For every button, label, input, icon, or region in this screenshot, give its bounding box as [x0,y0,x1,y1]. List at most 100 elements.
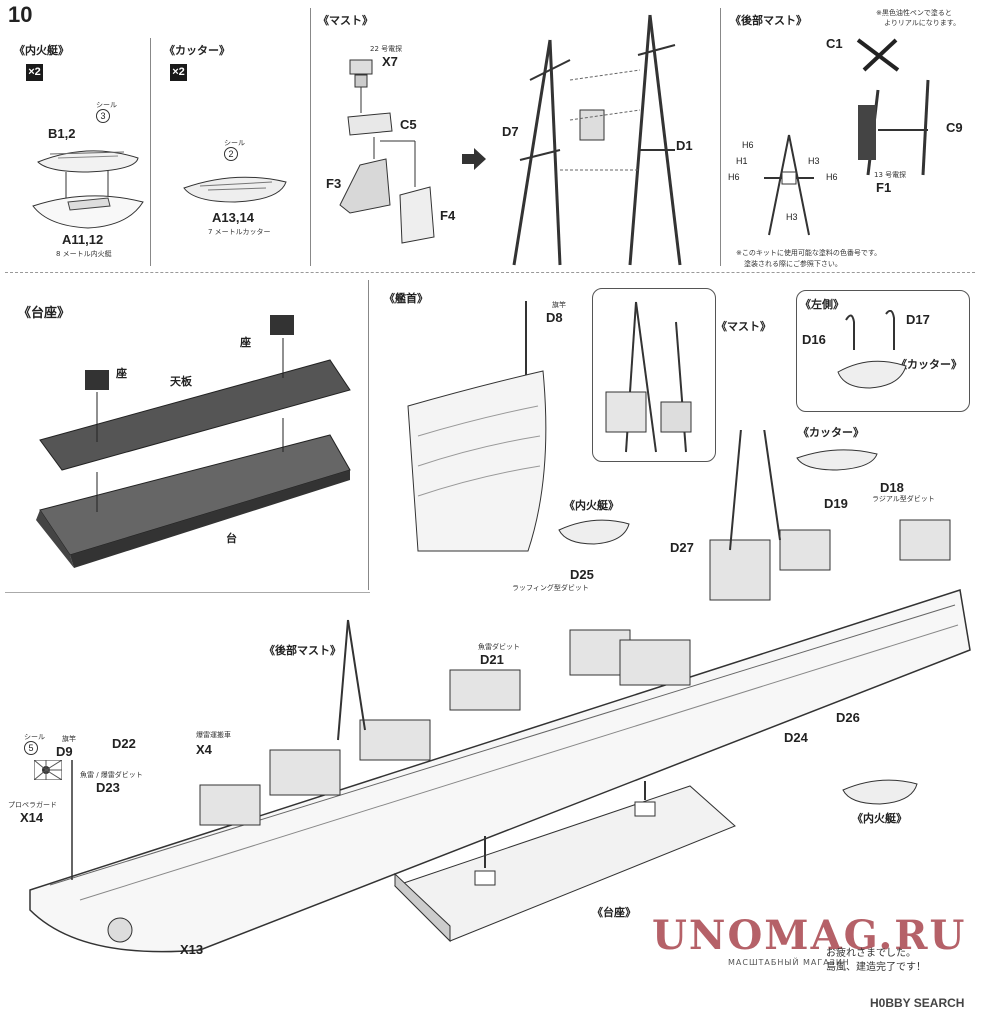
seal-number: 3 [96,109,110,123]
bow-illustration [407,301,547,552]
h-label: H6 [826,172,838,182]
site-credit: H0BBY SEARCH [870,996,965,1010]
top-plate-label: 天板 [170,375,192,388]
depth-charge-note: 爆雷運搬車 [196,731,231,739]
seat-label: 座 [116,367,127,380]
rear-mast-illustration [856,38,930,176]
part-label: D24 [784,730,808,745]
divider [5,272,975,273]
paint-footnote: ※このキットに使用可能な塗料の色番号です。 [736,249,882,257]
mast-inset-illustration [605,301,692,453]
davit-note: ラッフィング型ダビット [512,584,589,592]
rear-mast-diagram [764,134,814,236]
launch-illustration [842,779,918,805]
part-label: D18 [880,480,904,495]
base-title: 《台座》 [18,306,71,321]
divider [150,38,151,266]
h-label: H6 [728,172,740,182]
flagpole-note: 旗竿 [552,301,566,309]
part-label: D19 [824,496,848,511]
base-callout: 《台座》 [592,906,636,919]
part-label: X14 [20,810,44,825]
divider [5,592,370,593]
display-stand-illustration [394,781,736,943]
launch-callout: 《内火艇》 [564,499,619,512]
divider [310,8,311,266]
davit-note: 魚雷ダビット [478,643,520,651]
part-label: D25 [570,567,594,582]
part-label: D9 [56,744,73,759]
launch-title: 《内火艇》 [14,44,69,57]
cutter-illustration [796,449,878,471]
part-label: A11,12 [62,232,104,247]
rear-mast-note: よりリアルになります。 [884,19,961,27]
ship-hull-illustration [29,430,971,953]
left-side-title: 《左側》 [800,298,844,311]
step-number: 10 [8,2,33,27]
cutter-illustration [183,176,287,203]
part-label: C9 [946,120,963,135]
seal-number: 2 [224,147,238,161]
part-label: D7 [502,124,519,139]
rear-mast-callout: 《後部マスト》 [264,644,341,657]
divider [368,280,369,590]
mast-title: 《マスト》 [318,14,373,27]
part-label: F4 [440,208,456,223]
bow-title: 《艦首》 [384,292,428,305]
cutter-title: 《カッター》 [164,44,230,57]
part-label: X13 [180,942,204,957]
base-assembly-illustration [36,315,351,568]
radar-note: 22 号電探 [370,45,403,53]
h-label: H3 [786,212,798,222]
propeller-guard-note: プロペラガード [8,801,57,809]
davit-note: ラジアル型ダビット [872,495,935,503]
part-label: D22 [112,736,136,751]
part-label: D17 [906,312,930,327]
h-label: H3 [808,156,820,166]
h-label: H6 [742,140,754,150]
stand-label: 台 [226,532,237,545]
part-label: C5 [400,117,417,132]
davit-note: 魚雷 / 爆雷ダビット [80,771,143,779]
mast-parts-illustration [339,59,435,244]
paint-footnote: 塗装される際にご参照下さい。 [744,260,842,268]
part-label: D1 [676,138,693,153]
multiplier-badge: ×2 [170,64,187,81]
part-label: D21 [480,652,504,667]
launch-callout: 《内火艇》 [852,812,907,825]
part-label: D8 [546,310,563,325]
part-label: F1 [876,180,892,195]
h-label: H1 [736,156,748,166]
cutter-caption: 7 メートルカッター [208,228,271,236]
part-label: B1,2 [48,126,76,141]
arrow-icon [462,148,486,170]
part-label: D27 [670,540,694,555]
part-label: A13,14 [212,210,254,225]
multiplier-badge: ×2 [26,64,43,81]
rear-mast-title: 《後部マスト》 [730,14,807,27]
part-label: D23 [96,780,120,795]
divider [720,8,721,266]
launch-illustration [32,150,144,229]
finish-message: お疲れさまでした。 [826,948,916,959]
part-label: D26 [836,710,860,725]
inset-mast-title: 《マスト》 [716,320,771,333]
seal-label: シール [224,139,245,147]
seal-label: シール [24,733,45,741]
left-side-illustration [837,310,907,389]
finish-message: 島風、建造完了です！ [826,962,926,973]
cutter-callout: 《カッター》 [798,426,864,439]
radar-note: 13 号電探 [874,171,907,179]
launch-illustration [558,519,630,545]
seat-label: 座 [240,336,251,349]
part-label: D16 [802,332,826,347]
left-side-panel [796,290,970,412]
launch-caption: 8 メートル内火艇 [56,250,112,258]
part-label: C1 [826,36,843,51]
watermark-subtitle: МАСШТАБНЫЙ МАГАЗИН [728,958,850,967]
part-label: X7 [382,54,398,69]
watermark-logo: UNOMAG.RU [652,912,967,959]
mast-assembly-illustration [512,14,682,266]
part-label: X4 [196,742,212,757]
part-label: F3 [326,176,342,191]
